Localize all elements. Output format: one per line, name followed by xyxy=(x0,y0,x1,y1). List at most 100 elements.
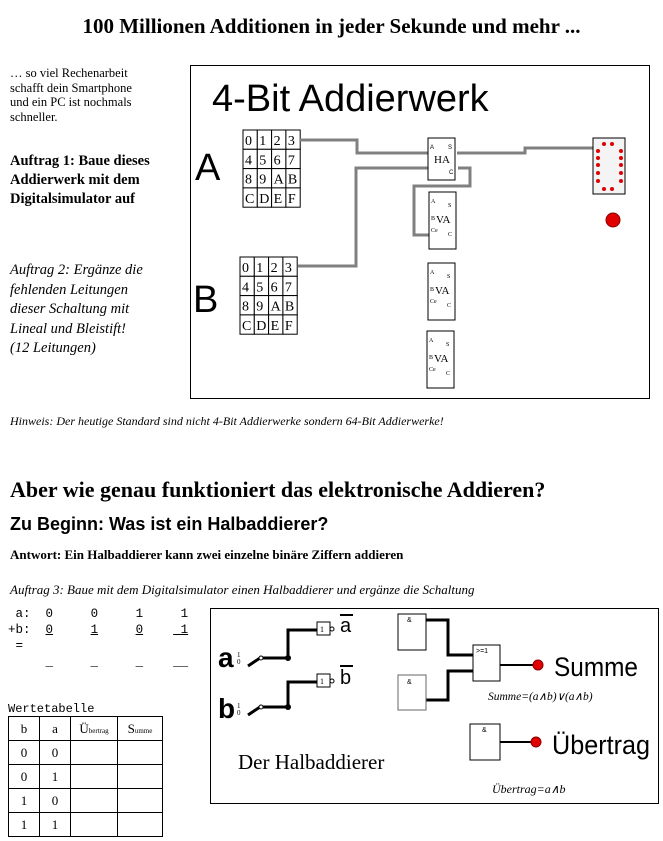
hint-text: Hinweis: Der heutige Standard sind nicht… xyxy=(10,414,444,428)
not-gate-a[interactable]: 1 xyxy=(316,621,335,636)
answer-blank[interactable]: _ xyxy=(90,655,99,669)
key-1[interactable]: 1 xyxy=(256,129,273,150)
and-gate-top[interactable]: & xyxy=(397,613,427,651)
empty-cell[interactable] xyxy=(117,764,163,789)
pin-label: A xyxy=(429,338,434,344)
pin-label: VA xyxy=(434,353,449,365)
b-not-label: b xyxy=(340,667,351,689)
key-E[interactable]: E xyxy=(271,187,287,208)
key-label: B xyxy=(285,300,294,315)
cell: 1 xyxy=(39,812,71,837)
key-7[interactable]: 7 xyxy=(285,148,301,170)
key-D[interactable]: D xyxy=(253,314,270,335)
pin-label: B xyxy=(430,287,434,293)
pin-label: S xyxy=(448,145,452,151)
task-2-line: dieser Schaltung mit xyxy=(10,301,130,317)
not-gate-b[interactable]: 1 xyxy=(316,673,335,688)
cell: 0 xyxy=(39,740,71,765)
key-label: 9 xyxy=(259,173,266,188)
key-9[interactable]: 9 xyxy=(253,295,270,316)
task-1-line: Addierwerk mit dem xyxy=(10,172,140,188)
key-4[interactable]: 4 xyxy=(239,275,255,297)
switch-a[interactable] xyxy=(247,655,291,668)
row-label: +b: xyxy=(8,623,31,637)
key-B[interactable]: B xyxy=(282,295,298,316)
switch-level: 0 xyxy=(237,658,241,666)
key-0[interactable]: 0 xyxy=(239,256,255,277)
half-adder-block[interactable]: A S C HA xyxy=(427,137,456,181)
empty-cell[interactable] xyxy=(117,788,163,813)
and-gate-bottom[interactable]: & xyxy=(397,674,427,711)
switch-b[interactable] xyxy=(247,704,291,717)
key-A[interactable]: A xyxy=(271,168,287,189)
key-6[interactable]: 6 xyxy=(268,275,284,297)
gate-label: & xyxy=(407,679,412,686)
section-heading: Aber wie genau funktioniert das elektron… xyxy=(10,477,546,502)
empty-cell[interactable] xyxy=(70,740,118,765)
adder-title: 4-Bit Addierwerk xyxy=(212,78,490,120)
task-2-line: Auftrag 2: Ergänze die xyxy=(10,262,143,278)
empty-cell[interactable] xyxy=(117,740,163,765)
key-label: F xyxy=(285,319,293,334)
digit: 0 xyxy=(90,607,99,621)
switch-level: 1 xyxy=(237,702,241,710)
pin-label: S xyxy=(446,342,449,348)
key-0[interactable]: 0 xyxy=(242,129,258,150)
intro-line: … so viel Rechenarbeit xyxy=(10,66,128,80)
and-gate-carry[interactable]: & xyxy=(469,723,501,761)
key-label: 5 xyxy=(259,153,266,168)
key-2[interactable]: 2 xyxy=(268,256,284,277)
key-7[interactable]: 7 xyxy=(282,275,298,297)
empty-cell[interactable] xyxy=(70,788,118,813)
key-label: 1 xyxy=(259,134,266,149)
key-8[interactable]: 8 xyxy=(239,295,255,316)
key-4[interactable]: 4 xyxy=(242,148,258,170)
key-9[interactable]: 9 xyxy=(256,168,273,189)
key-A[interactable]: A xyxy=(268,295,284,316)
key-2[interactable]: 2 xyxy=(271,129,287,150)
key-6[interactable]: 6 xyxy=(271,148,287,170)
key-label: 0 xyxy=(242,261,249,276)
key-5[interactable]: 5 xyxy=(253,275,270,297)
key-1[interactable]: 1 xyxy=(253,256,270,277)
input-a-label: A xyxy=(195,147,221,189)
key-3[interactable]: 3 xyxy=(285,129,301,150)
key-8[interactable]: 8 xyxy=(242,168,258,189)
key-B[interactable]: B xyxy=(285,168,301,189)
key-label: A xyxy=(274,173,285,188)
pin-label: A xyxy=(431,199,436,205)
summe-led-icon xyxy=(532,659,544,671)
or-gate[interactable]: >=1 xyxy=(472,644,501,682)
key-F[interactable]: F xyxy=(282,314,298,335)
digit: 1 xyxy=(135,607,144,621)
key-D[interactable]: D xyxy=(256,187,273,208)
empty-cell[interactable] xyxy=(117,812,163,837)
answer-blank[interactable]: _ xyxy=(45,655,54,669)
binary-addition: a: 0 0 1 1+b: 0 1 0 1 = _ _ _ __ xyxy=(8,607,189,669)
pin-label: S xyxy=(448,203,451,209)
key-C[interactable]: C xyxy=(242,187,258,208)
key-5[interactable]: 5 xyxy=(256,148,273,170)
key-C[interactable]: C xyxy=(239,314,255,335)
empty-cell[interactable] xyxy=(70,764,118,789)
digit: 1 xyxy=(90,623,99,637)
header-a: a xyxy=(39,716,71,741)
switch-level: 1 xyxy=(237,651,241,659)
pin-label: A xyxy=(430,270,435,276)
key-3[interactable]: 3 xyxy=(282,256,298,277)
answer-text: Antwort: Ein Halbaddierer kann zwei einz… xyxy=(10,547,404,562)
key-E[interactable]: E xyxy=(268,314,284,335)
key-F[interactable]: F xyxy=(285,187,301,208)
page-title: 100 Millionen Additionen in jeder Sekund… xyxy=(82,14,581,38)
input-a-label: a xyxy=(218,642,234,673)
empty-cell[interactable] xyxy=(70,812,118,837)
answer-blank[interactable]: _ xyxy=(135,655,144,669)
